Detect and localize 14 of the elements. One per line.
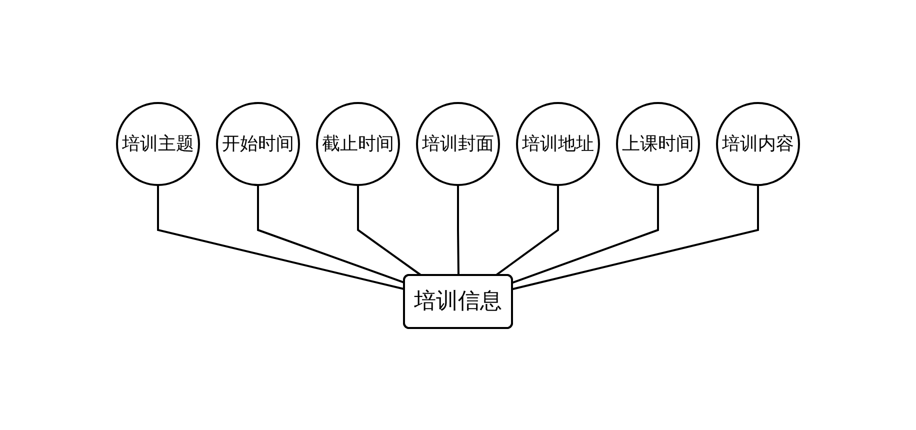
connector bbox=[494, 184, 559, 276]
node-circle: 培训内容 bbox=[716, 102, 800, 186]
node-circle: 上课时间 bbox=[616, 102, 700, 186]
connector bbox=[457, 184, 460, 276]
connector bbox=[157, 184, 405, 290]
node-circle: 截止时间 bbox=[316, 102, 400, 186]
node-circle: 培训地址 bbox=[516, 102, 600, 186]
connector bbox=[512, 184, 659, 284]
node-circle: 培训封面 bbox=[416, 102, 500, 186]
connector bbox=[512, 184, 759, 290]
node-circle: 培训主题 bbox=[116, 102, 200, 186]
node-circle: 开始时间 bbox=[216, 102, 300, 186]
connector bbox=[357, 184, 422, 276]
connector bbox=[257, 184, 405, 284]
